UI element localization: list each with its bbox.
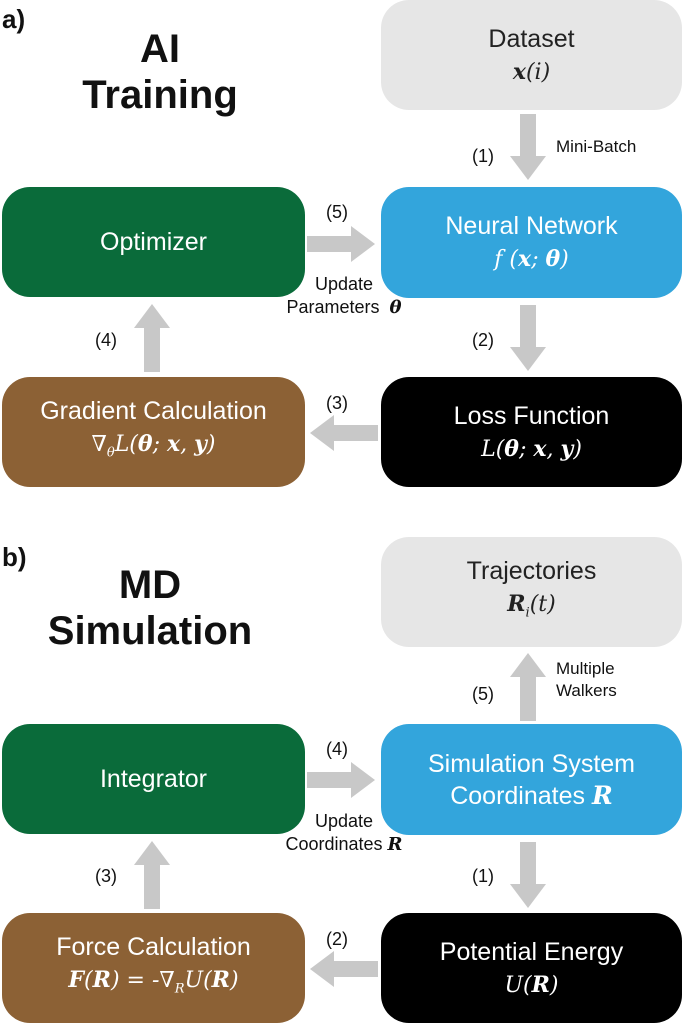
update-coordinates-label: Update Coordinates R	[258, 810, 430, 856]
multiple-walkers-line1: Multiple	[556, 659, 615, 678]
mini-batch-label: Mini-Batch	[556, 137, 637, 156]
panel-a-step-5: (5)	[326, 202, 348, 222]
panel-b-step-1: (1)	[472, 866, 494, 886]
arrow-gradient-to-optimizer	[134, 304, 170, 372]
arrow-optimizer-to-network	[307, 226, 375, 262]
panel-b-step-2: (2)	[326, 929, 348, 949]
loss-function-title: Loss Function	[453, 401, 610, 430]
update-coordinates-line1: Update	[314, 811, 374, 831]
neural-network-formula: f (x; θ)	[494, 246, 569, 272]
dataset-formula: x(i)	[512, 58, 551, 85]
update-parameters-symbol: θ	[389, 297, 402, 318]
gradient-calculation-title: Gradient Calculation	[40, 397, 267, 426]
panel-a-step-1: (1)	[472, 146, 494, 166]
arrow-system-to-potential	[510, 842, 546, 908]
arrow-network-to-loss	[510, 305, 546, 371]
trajectories-formula: Ri(t)	[507, 591, 556, 621]
panel-a-label: a)	[2, 4, 26, 34]
force-calculation-formula: F(R) = -∇RU(R)	[68, 967, 239, 997]
panel-b-label: b)	[2, 542, 27, 572]
arrow-system-to-trajectories	[510, 653, 546, 721]
panel-a-heading-line2: Training	[82, 73, 238, 117]
simulation-system-box: Simulation System Coordinates R	[381, 724, 682, 835]
integrator-title: Integrator	[99, 765, 207, 793]
arrow-force-to-integrator	[134, 841, 170, 909]
simulation-system-title: Simulation System	[427, 749, 636, 778]
panel-b-step-4: (4)	[326, 739, 348, 759]
multiple-walkers-line2: Walkers	[556, 681, 617, 700]
update-parameters-label: Update Parameters θ	[258, 273, 430, 319]
update-parameters-line2: Parameters θ	[286, 297, 402, 318]
neural-network-title: Neural Network	[445, 212, 618, 240]
loss-function-box: Loss Function L(θ; x, y)	[381, 377, 682, 487]
force-calculation-title: Force Calculation	[56, 933, 251, 962]
simulation-system-symbol: R	[591, 780, 613, 810]
dataset-box: Dataset x(i)	[381, 0, 682, 110]
optimizer-box: Optimizer	[2, 187, 305, 297]
update-coordinates-line2: Coordinates R	[285, 834, 403, 855]
integrator-box: Integrator	[2, 724, 305, 834]
panel-a-step-3: (3)	[326, 393, 348, 413]
simulation-system-subtitle: Coordinates R	[450, 780, 613, 810]
panel-a-step-4: (4)	[95, 330, 117, 350]
optimizer-title: Optimizer	[100, 228, 207, 256]
panel-b-heading: MD Simulation	[30, 562, 270, 654]
multiple-walkers-label: Multiple Walkers	[556, 658, 617, 702]
potential-energy-box: Potential Energy U(R)	[381, 913, 682, 1023]
panel-b-step-5: (5)	[472, 684, 494, 704]
update-parameters-line1: Update	[314, 274, 374, 294]
panel-a-heading: AI Training	[60, 26, 260, 118]
panel-b-heading-line1: MD	[118, 563, 182, 607]
loss-function-formula: L(θ; x, y)	[481, 435, 582, 462]
panel-b-step-3: (3)	[95, 866, 117, 886]
arrow-integrator-to-system	[307, 762, 375, 798]
dataset-title: Dataset	[488, 24, 575, 53]
arrow-potential-to-force	[310, 951, 378, 987]
gradient-calculation-box: Gradient Calculation ∇θL(θ; x, y)	[2, 377, 305, 487]
panel-b-heading-line2: Simulation	[47, 609, 253, 653]
panel-a-heading-line1: AI	[140, 27, 180, 71]
update-coordinates-symbol: R	[387, 834, 403, 855]
panel-a-step-2: (2)	[472, 330, 494, 350]
trajectories-title: Trajectories	[466, 557, 597, 586]
trajectories-box: Trajectories Ri(t)	[381, 537, 682, 647]
potential-energy-title: Potential Energy	[439, 937, 624, 966]
neural-network-box: Neural Network f (x; θ)	[381, 187, 682, 298]
force-calculation-box: Force Calculation F(R) = -∇RU(R)	[2, 913, 305, 1023]
gradient-calculation-formula: ∇θL(θ; x, y)	[91, 431, 216, 461]
potential-energy-formula: U(R)	[504, 971, 559, 998]
arrow-dataset-to-network	[510, 114, 546, 180]
arrow-loss-to-gradient	[310, 415, 378, 451]
